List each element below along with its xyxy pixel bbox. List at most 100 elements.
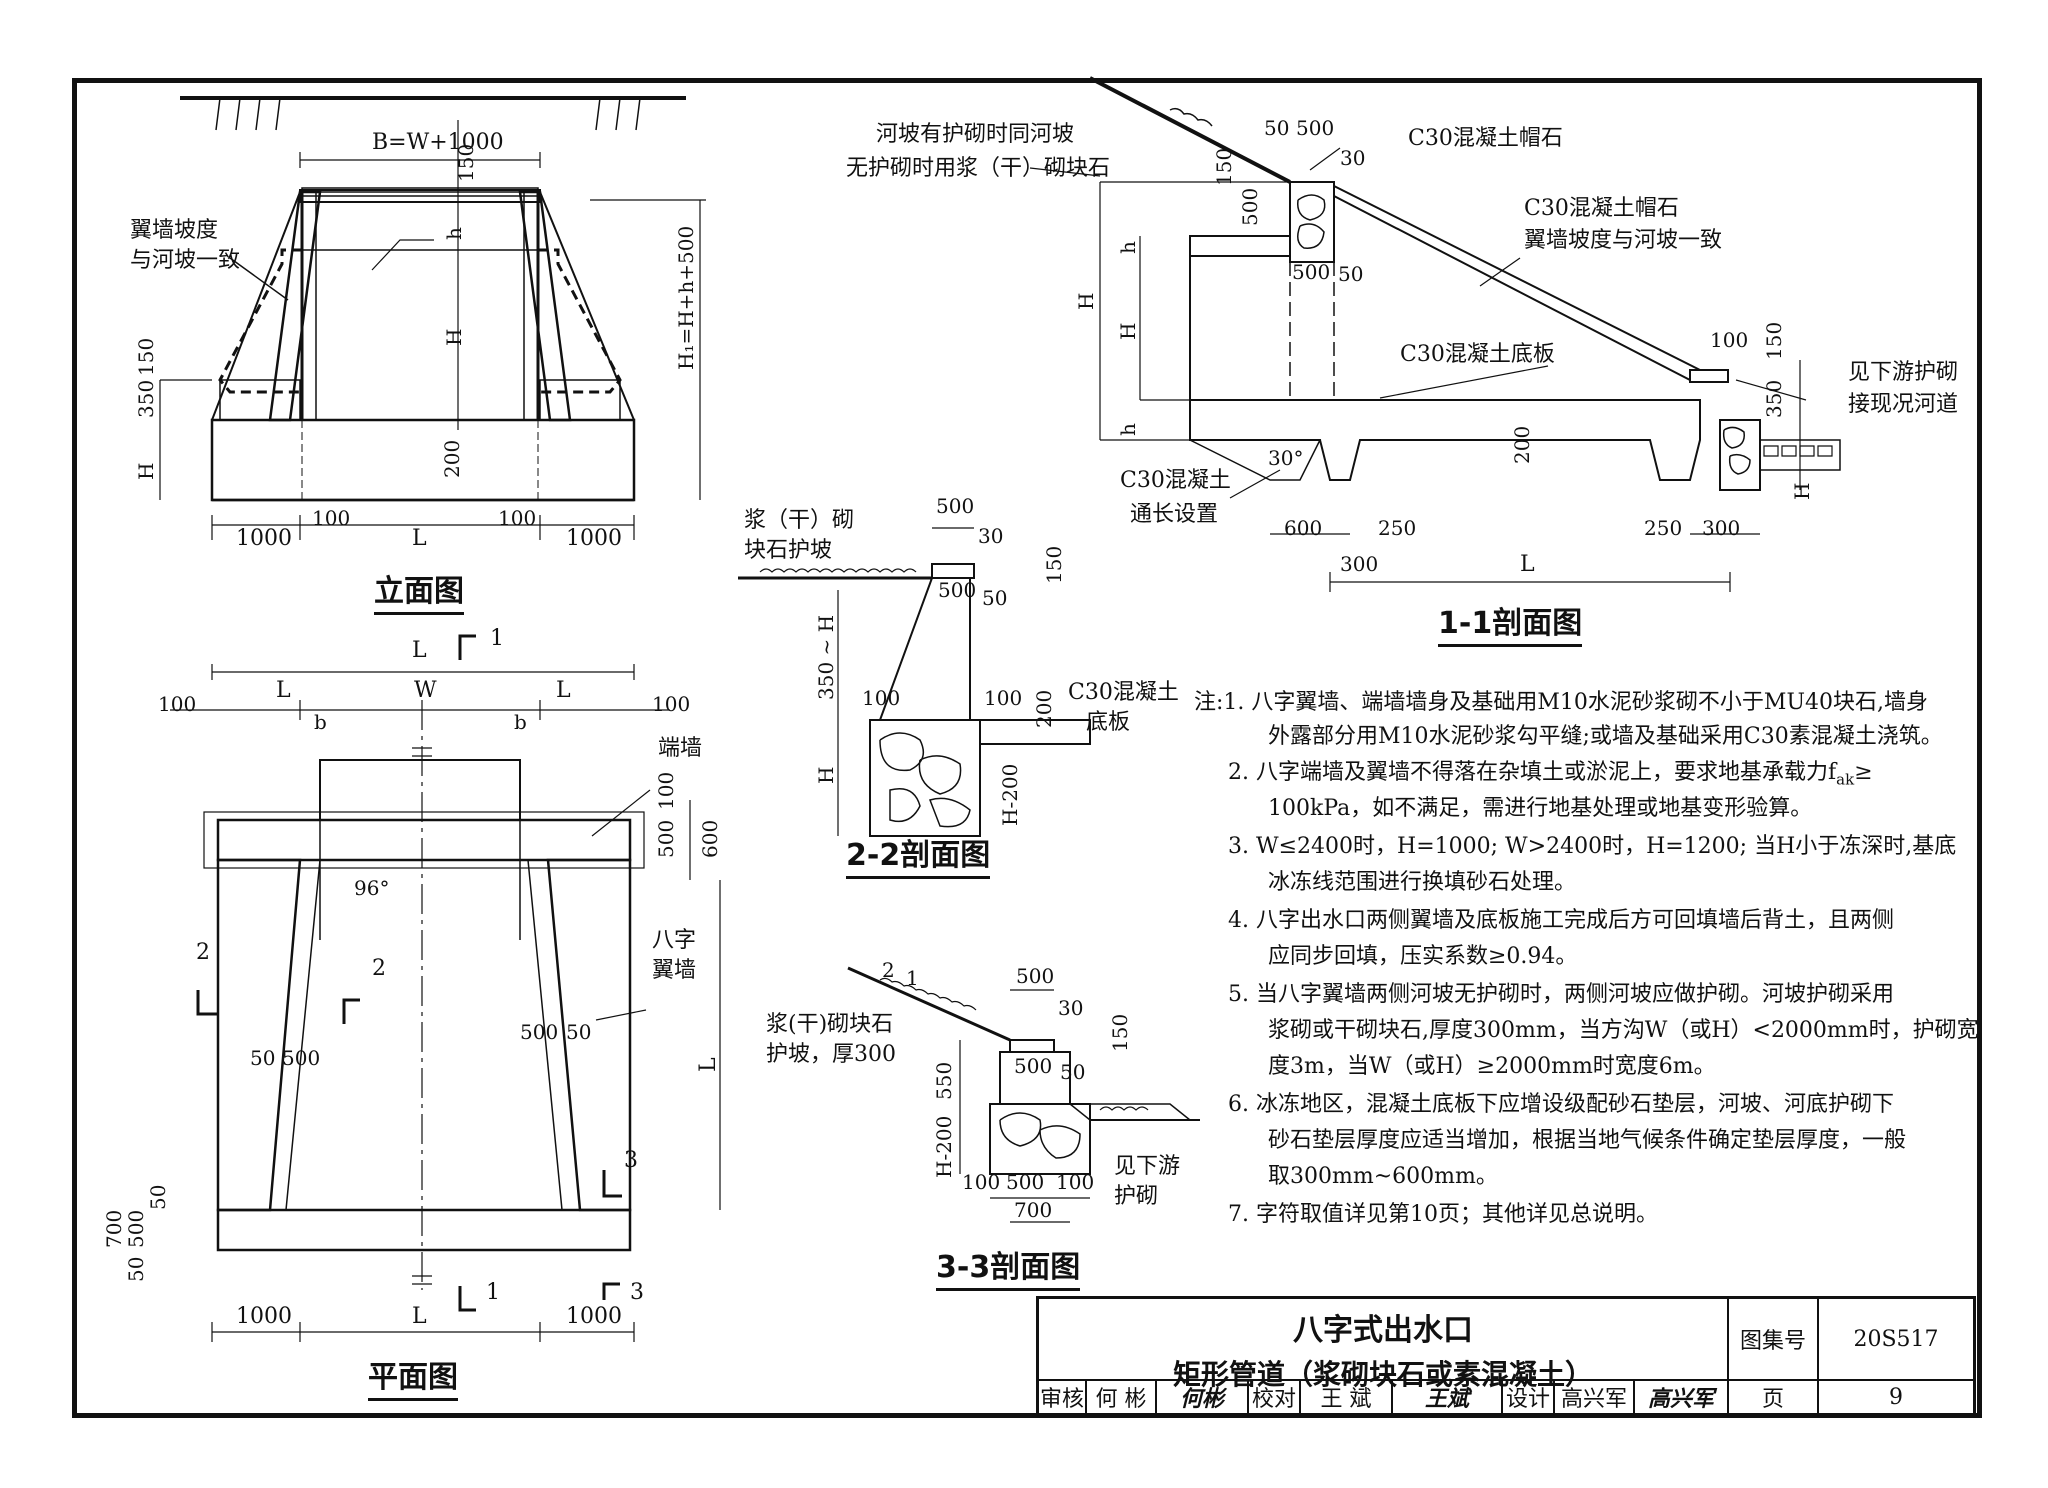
page-number: 9	[1889, 1384, 1903, 1410]
s11-dim-150-right: 150	[1762, 321, 1786, 360]
note-line-2: 外露部分用M10水泥砂浆勾平缝;或墙及基础采用C30素混凝土浇筑。	[1268, 724, 1943, 749]
note-line-15: 7. 字符取值详见第10页；其他详见总说明。	[1228, 1202, 1658, 1227]
s22-label-base-1: C30混凝土	[1068, 680, 1179, 705]
s33-slope-2: 2	[882, 958, 895, 982]
s11-label-key-1: C30混凝土	[1120, 468, 1231, 493]
note-line-4: 100kPa，如不满足，需进行地基处理或地基变形验算。	[1268, 796, 1813, 821]
s22-dim-Hd-200: H-200	[998, 763, 1022, 826]
s11-dim-250-right: 250	[1644, 516, 1683, 540]
section-33-view	[847, 966, 1200, 1223]
plan-dim-100-left: 100	[158, 692, 197, 716]
s22-dim-Hd: H	[814, 766, 838, 784]
note-line-5: 3. W≤2400时，H=1000; W>2400时，H=1200; 当H小于冻…	[1228, 834, 1957, 859]
drawing-subtitle: 矩形管道（浆砌块石或素混凝土）	[1172, 1358, 1593, 1391]
review-name: 何 彬	[1087, 1381, 1157, 1413]
elev-dim-200: 200	[440, 439, 464, 478]
note-line-10: 浆砌或干砌块石,厚度300mm，当方沟W（或H）<2000mm时，护砌宽	[1268, 1018, 1979, 1043]
s33-dim-500-bottom: 500	[1006, 1170, 1045, 1194]
atlas-label: 图集号	[1729, 1299, 1819, 1381]
s33-dim-150: 150	[1108, 1013, 1132, 1052]
plan-section-mark-1: 1	[490, 626, 504, 651]
s11-dim-250-left: 250	[1378, 516, 1417, 540]
elev-label-slope-1: 翼墙坡度	[130, 218, 219, 243]
check-name: 王 斌	[1301, 1381, 1393, 1413]
plan-dim-50-right: 50	[566, 1020, 592, 1044]
design-name: 高兴军	[1555, 1381, 1635, 1413]
s33-slope-1: 1	[906, 966, 919, 990]
s11-dim-30: 30	[1340, 146, 1366, 170]
s11-label-cap1: C30混凝土帽石	[1408, 126, 1563, 151]
note-line-3: 2. 八字端墙及翼墙不得落在杂填土或淤泥上，要求地基承载力fak≥	[1228, 762, 1873, 787]
s11-label-downstream-2: 接现况河道	[1848, 392, 1959, 417]
plan-section-mark-2-right: 2	[372, 956, 386, 981]
s33-label-riprap-1: 浆(干)砌块石	[766, 1012, 894, 1037]
plan-dim-angle: 96°	[354, 876, 390, 900]
plan-dim-500-left: 500	[282, 1046, 321, 1070]
atlas-number: 20S517	[1819, 1299, 1973, 1381]
section-22-view	[738, 527, 1091, 837]
s11-dim-200: 200	[1510, 425, 1534, 464]
plan-label-wing-wall-2: 翼墙	[652, 958, 697, 983]
plan-dim-500-right: 500	[520, 1020, 559, 1044]
s22-dim-100-left: 100	[862, 686, 901, 710]
s22-dim-150: 150	[1042, 545, 1066, 584]
s11-label-cap2-2: 翼墙坡度与河坡一致	[1524, 228, 1723, 253]
s22-dim-200: 200	[1032, 689, 1056, 728]
s33-label-downstream-2: 护砌	[1114, 1184, 1159, 1209]
s11-dim-500-vert: 500	[1238, 187, 1262, 226]
s11-dim-h: h	[1116, 241, 1140, 254]
title-block-main: 八字式出水口 矩形管道（浆砌块石或素混凝土）	[1039, 1299, 1729, 1391]
s22-label-riprap-2: 块石护坡	[744, 538, 833, 563]
plan-dim-500-bottom: 500	[124, 1209, 148, 1248]
s11-label-cap2-1: C30混凝土帽石	[1524, 196, 1679, 221]
s11-dim-600: 600	[1284, 516, 1323, 540]
plan-section-mark-3-bottom: 3	[630, 1280, 644, 1305]
design-signature: 高兴军	[1635, 1381, 1729, 1413]
plan-section-mark-1-bottom: 1	[486, 1280, 500, 1305]
elevation-view	[159, 96, 706, 540]
s11-dim-hd: h	[1116, 423, 1140, 436]
plan-dim-100-right: 100	[652, 692, 691, 716]
s11-dim-50: 50	[1264, 116, 1290, 140]
s33-dim-100-right: 100	[1056, 1170, 1095, 1194]
elev-dim-350: 350	[134, 379, 158, 418]
plan-dim-1000-right: 1000	[566, 1304, 622, 1329]
s22-label-riprap-1: 浆（干）砌	[744, 508, 855, 533]
s22-dim-50: 50	[982, 586, 1008, 610]
title-block: 八字式出水口 矩形管道（浆砌块石或素混凝土） 图集号 20S517 审核 何 彬…	[1036, 1296, 1976, 1416]
plan-dim-50-bottom-b: 50	[124, 1256, 148, 1282]
note-sub-fak: ak	[1836, 770, 1855, 789]
elevation-title: 立面图	[374, 566, 464, 615]
check-label: 校对	[1249, 1381, 1301, 1413]
note-line-9: 5. 当八字翼墙两侧河坡无护砌时，两侧河坡应做护砌。河坡护砌采用	[1228, 982, 1894, 1007]
plan-dim-b0-right: b	[514, 710, 527, 734]
review-label: 审核	[1039, 1381, 1087, 1413]
s11-dim-H: H	[1116, 322, 1140, 340]
s11-label-key-2: 通长设置	[1130, 502, 1219, 527]
note-line-13: 砂石垫层厚度应适当增加，根据当地气候条件确定垫层厚度，一般	[1268, 1128, 1907, 1153]
s22-dim-100-right: 100	[984, 686, 1023, 710]
s11-dim-300-right: 300	[1702, 516, 1741, 540]
elev-dim-100-left: 100	[312, 506, 351, 530]
note-line-12: 6. 冰冻地区，混凝土底板下应增设级配砂石垫层，河坡、河底护砌下	[1228, 1092, 1894, 1117]
s33-dim-50: 50	[1060, 1060, 1086, 1084]
s11-label-angle: 30°	[1268, 446, 1304, 470]
s22-dim-500-mid: 500	[938, 578, 977, 602]
plan-dim-600: 600	[698, 819, 722, 858]
s11-label-slope-note-1: 河坡有护砌时同河坡	[876, 122, 1075, 147]
s11-dim-300-left: 300	[1340, 552, 1379, 576]
s11-dim-Hd: H	[1790, 482, 1814, 500]
s33-dim-30: 30	[1058, 996, 1084, 1020]
s11-dim-50-mid: 50	[1338, 262, 1364, 286]
s22-dim-range: 350 ~ H	[814, 614, 838, 700]
plan-dim-W: W	[414, 678, 437, 703]
drawing-title: 八字式出水口	[1293, 1313, 1473, 1348]
plan-dim-L4: L	[412, 638, 427, 663]
s11-dim-350: 350	[1762, 379, 1786, 418]
elev-dim-150-left: 150	[134, 337, 158, 376]
plan-dim-50-bottom-a: 50	[146, 1184, 170, 1210]
note-line-3-ge: ≥	[1854, 760, 1873, 785]
plan-view	[170, 634, 721, 1342]
elev-dim-h: h	[442, 227, 466, 240]
note-line-1: 注:1. 八字翼墙、端墙墙身及基础用M10水泥砂浆砌不小于MU40块石,墙身	[1194, 690, 1928, 715]
